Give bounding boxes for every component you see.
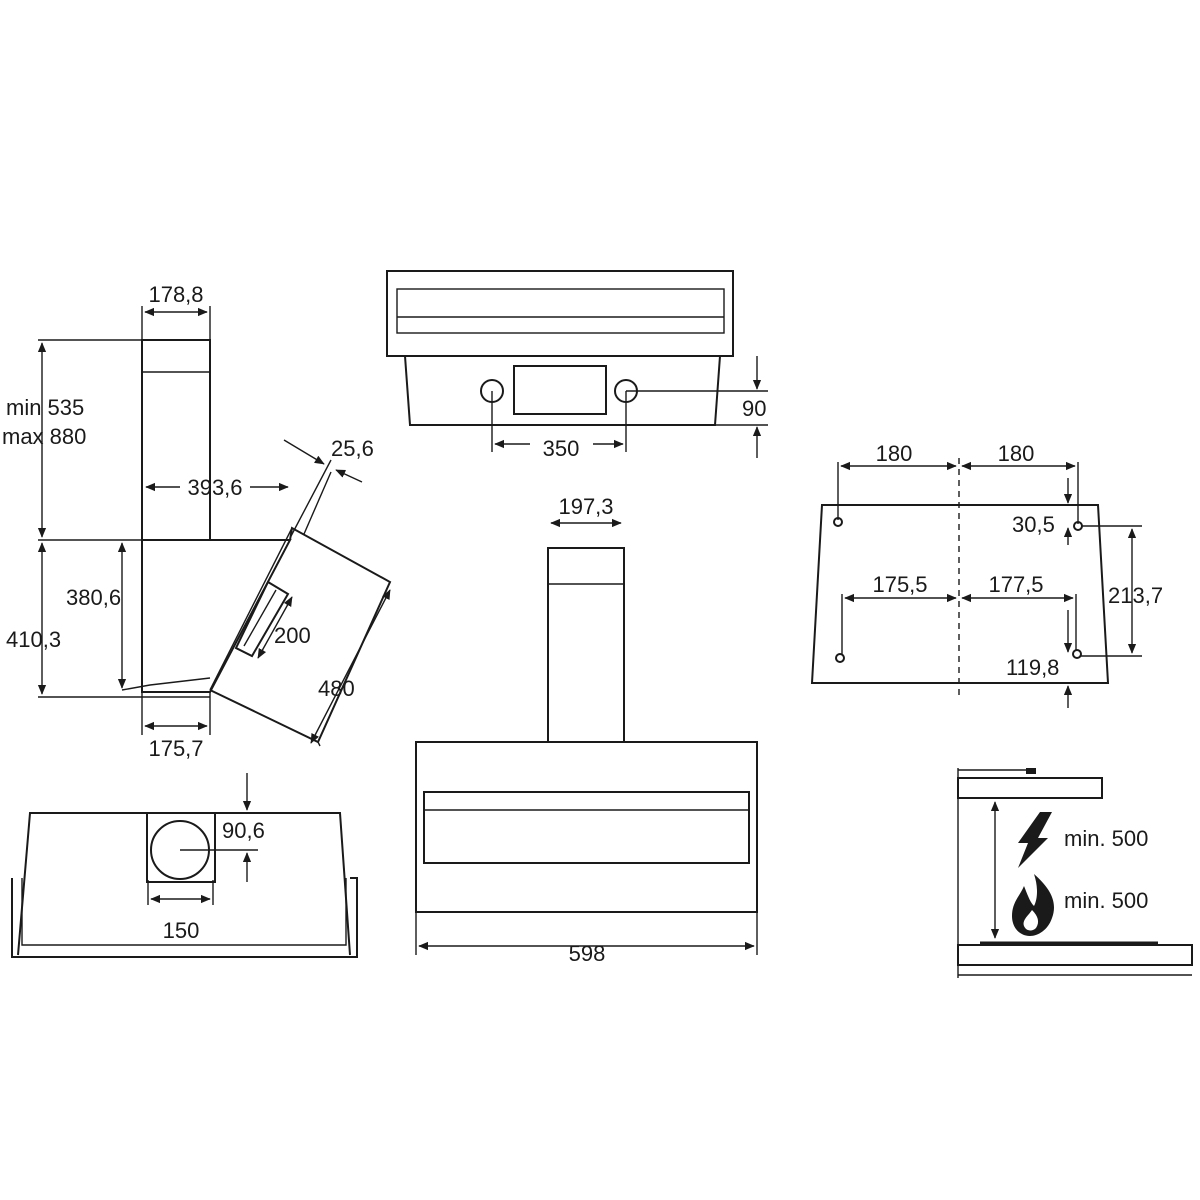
label-vertical-spacing: 213,7 (1108, 583, 1163, 608)
hood-bottom-curve (121, 677, 211, 691)
label-right-half: 180 (998, 441, 1035, 466)
label-hole-spacing: 350 (543, 436, 580, 461)
label-bottom-offset: 119,8 (1006, 655, 1059, 680)
top-view: 350 90 (386, 270, 768, 461)
label-front-depth: 90 (742, 396, 766, 421)
outlet-box (146, 812, 216, 883)
label-lower-left: 175,5 (872, 572, 927, 597)
bracket-plate (810, 504, 1110, 684)
flame-icon (1012, 874, 1054, 936)
dim-glass-thickness-2 (335, 469, 363, 483)
chimney-duct (141, 339, 211, 541)
label-gas-clearance: min. 500 (1064, 888, 1148, 913)
dim-glass-length (310, 589, 391, 744)
label-handle-length: 200 (274, 623, 311, 648)
front-chimney (547, 547, 625, 743)
side-view: 178,8 min 535 max 880 393,6 25,6 380,6 4… (2, 282, 392, 761)
dim-handle (257, 596, 293, 659)
label-duct-width: 178,8 (148, 282, 203, 307)
flame-icon-inner (1023, 910, 1039, 931)
label-outlet-diameter: 150 (163, 918, 200, 943)
glass-panel (209, 526, 392, 744)
label-front-duct: 197,3 (558, 494, 613, 519)
label-top-offset: 30,5 (1012, 512, 1055, 537)
label-outlet-offset: 90,6 (222, 818, 265, 843)
label-height-min: min 535 (6, 395, 84, 420)
bracket-view: 180 180 30,5 175,5 177,5 213,7 119,8 (810, 441, 1163, 708)
label-glass-thickness: 25,6 (331, 436, 374, 461)
handle (234, 580, 290, 658)
label-depth: 393,6 (187, 475, 242, 500)
label-inner-height: 380,6 (66, 585, 121, 610)
label-bottom-depth: 175,7 (148, 736, 203, 761)
cooktop-plate (957, 944, 1193, 966)
mount-hole-bottom-right (1072, 649, 1082, 659)
front-view: 197,3 598 (415, 494, 758, 966)
lightning-icon (1018, 812, 1052, 868)
front-hood (415, 741, 758, 913)
label-electric-clearance: min. 500 (1064, 826, 1148, 851)
label-glass-length: 480 (318, 676, 355, 701)
clearance-view: min. 500 min. 500 (957, 768, 1193, 978)
top-glass (396, 288, 725, 334)
top-opening (513, 365, 607, 415)
hood-body (141, 539, 292, 693)
glass-edge (209, 527, 293, 691)
bottom-lip (11, 877, 358, 958)
hood-plate (957, 777, 1103, 799)
glass-thickness-ext-1 (289, 459, 332, 539)
label-left-half: 180 (876, 441, 913, 466)
mount-hole-bottom-left (835, 653, 845, 663)
top-outer (386, 270, 734, 357)
bottom-lip-inner (21, 878, 347, 946)
label-height-max: max 880 (2, 424, 86, 449)
ext-glass-length-bottom (317, 741, 321, 747)
label-lower-right: 177,5 (988, 572, 1043, 597)
glass-thickness-ext-2 (303, 471, 332, 535)
label-total-height: 410,3 (6, 627, 61, 652)
hood-plate-mark (1026, 768, 1036, 774)
label-total-width: 598 (569, 941, 606, 966)
dim-glass-thickness-1 (283, 439, 325, 465)
front-glass (423, 791, 750, 864)
bottom-view: 90,6 150 (11, 773, 358, 958)
